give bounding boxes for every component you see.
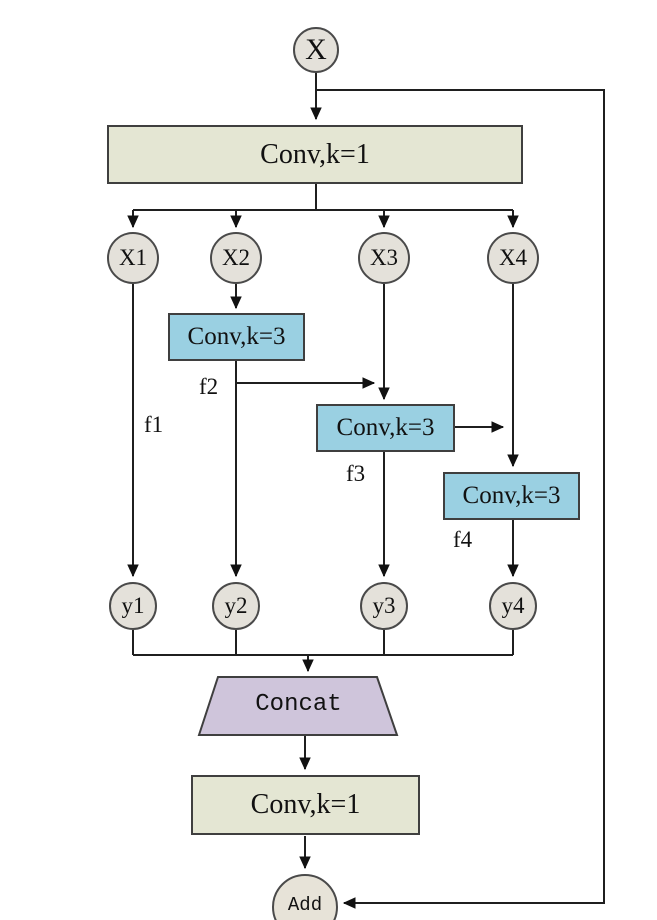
conv-k1-bottom-box: Conv,k=1 <box>191 775 420 835</box>
add-node: Add <box>272 874 338 920</box>
feature-label-f3: f3 <box>346 461 366 486</box>
split-node-x4: X4 <box>487 232 539 284</box>
edge-skip-connection <box>316 89 605 909</box>
conv-k3-box-2: Conv,k=3 <box>316 404 455 452</box>
feature-label-f2: f2 <box>199 374 219 399</box>
concat-label: Concat <box>255 691 342 718</box>
split-node-x2: X2 <box>210 232 262 284</box>
output-node-y1: y1 <box>109 582 157 630</box>
conv-k1-top-box: Conv,k=1 <box>107 125 523 184</box>
output-node-y3: y3 <box>360 582 408 630</box>
split-node-x3: X3 <box>358 232 410 284</box>
output-node-y2: y2 <box>212 582 260 630</box>
output-node-y4: y4 <box>489 582 537 630</box>
concat-shape <box>197 676 399 736</box>
input-node-x: X <box>293 27 339 73</box>
feature-label-f4: f4 <box>453 527 473 552</box>
split-node-x1: X1 <box>107 232 159 284</box>
conv-k3-box-3: Conv,k=3 <box>443 472 580 520</box>
conv-k3-box-1: Conv,k=3 <box>168 313 305 361</box>
feature-label-f1: f1 <box>144 412 164 437</box>
